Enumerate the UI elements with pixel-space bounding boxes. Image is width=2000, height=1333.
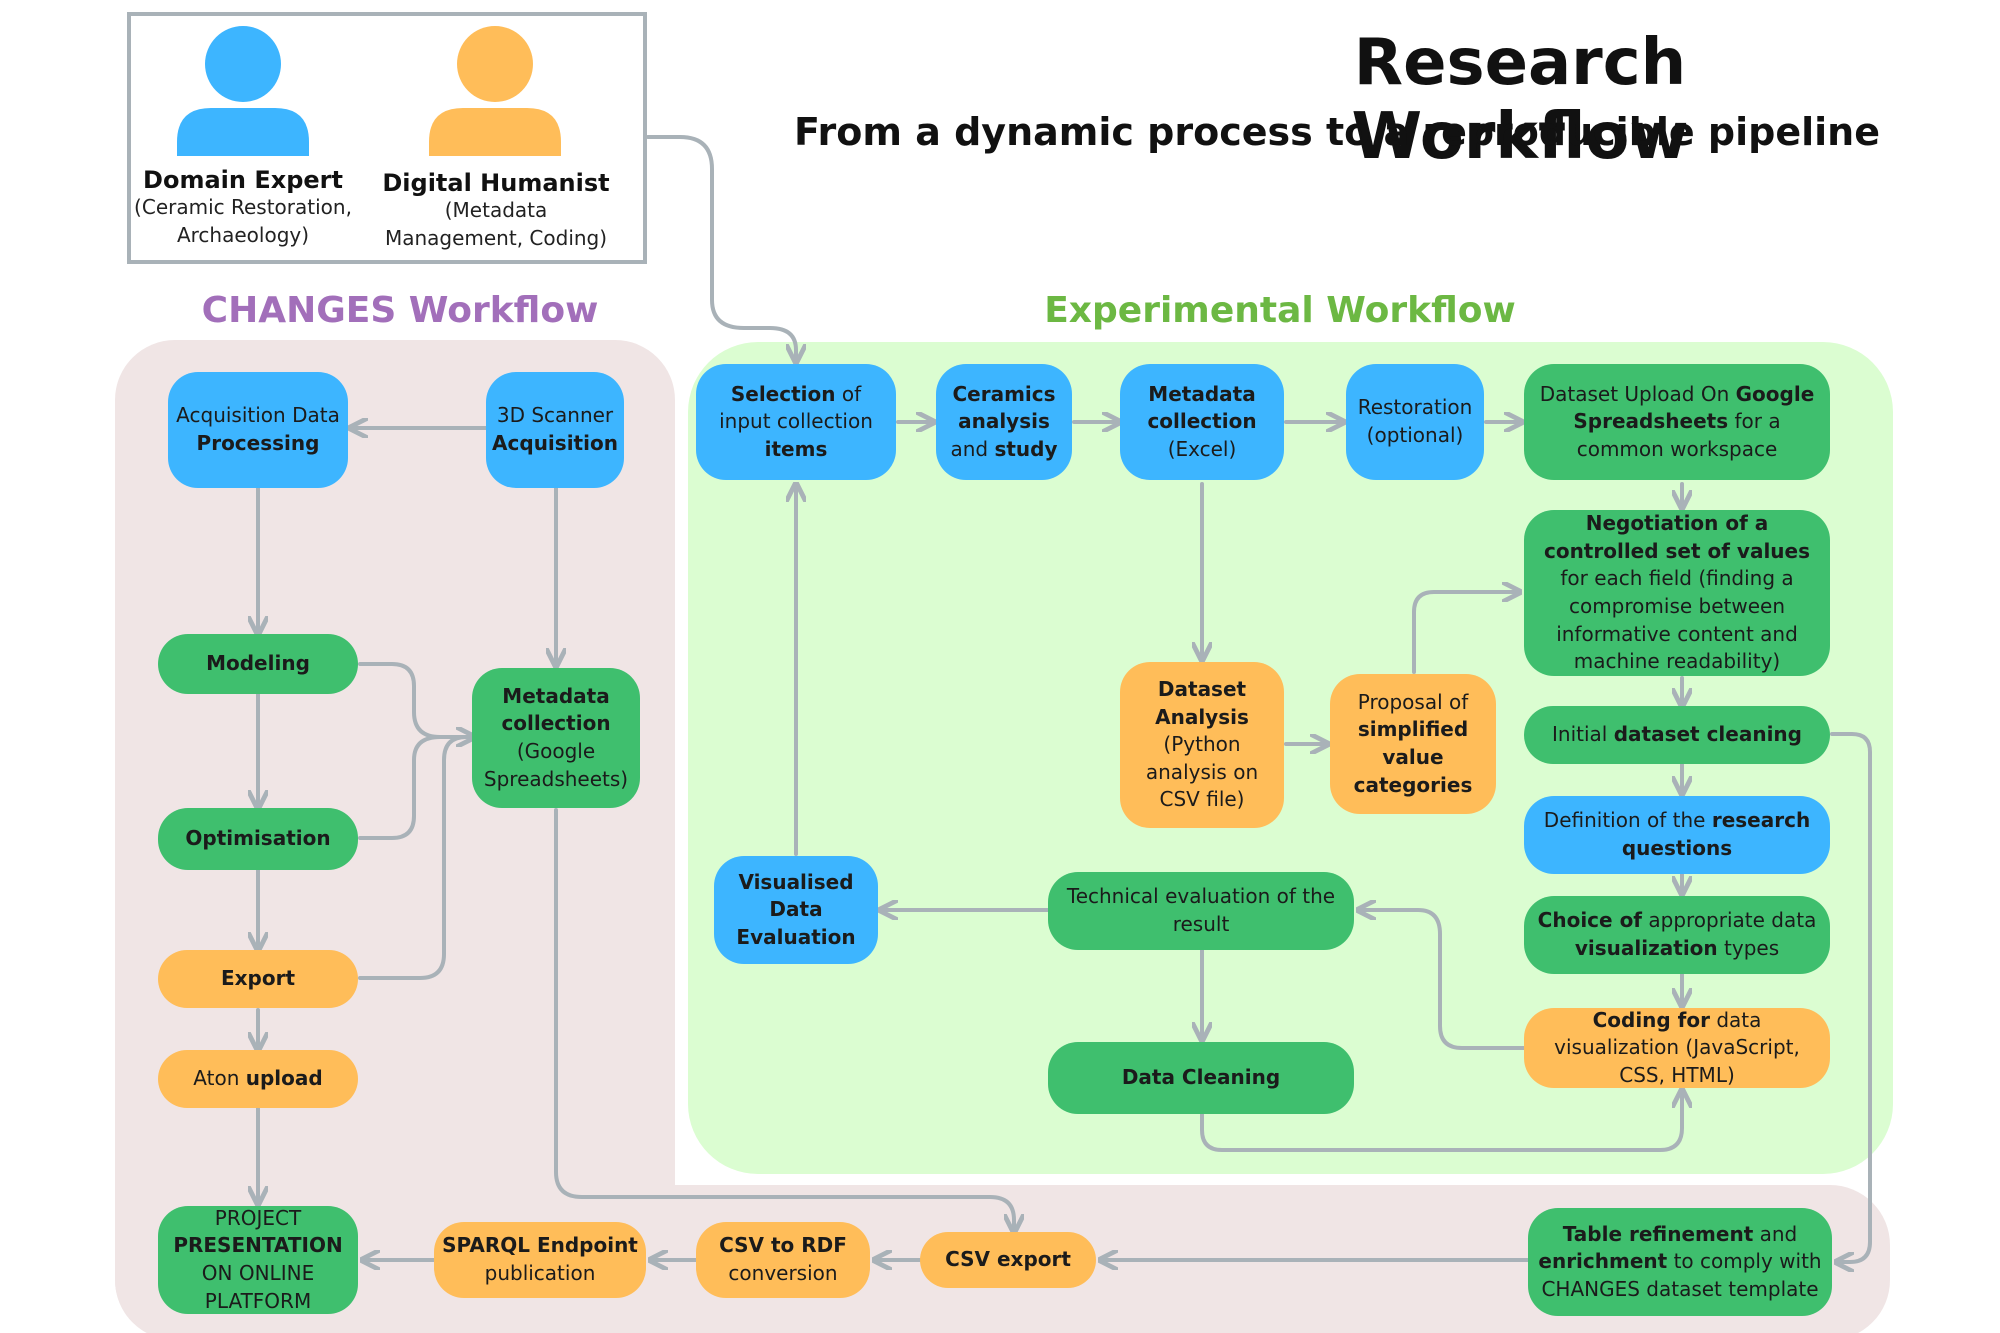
arrow-datacleaning-to-coding — [1200, 1092, 1682, 1152]
technical-evaluation-node: Technical evaluation of the result — [1048, 872, 1354, 950]
arrow-modeling-to-metadata — [358, 662, 472, 737]
experimental-workflow-title: Experimental Workflow — [1044, 290, 1516, 331]
page-title: Research Workflow — [1351, 26, 1689, 174]
restoration-node: Restoration (optional) — [1346, 364, 1484, 480]
node-label: CSV to RDF conversion — [719, 1233, 847, 1285]
acquisition-data-processing-node: Acquisition Data Processing — [168, 372, 348, 488]
dataset-analysis-node: Dataset Analysis (Python analysis on CSV… — [1120, 662, 1284, 828]
node-label: Proposal of simplified value categories — [1353, 689, 1473, 797]
node-label: 3D Scanner Acquisition — [492, 403, 618, 455]
changes-workflow-title: CHANGES Workflow — [201, 290, 599, 331]
optimisation-node: Optimisation — [158, 808, 358, 870]
csv-rdf-node: CSV to RDF conversion — [696, 1222, 870, 1298]
aton-upload-node: Aton upload — [158, 1050, 358, 1108]
domain-expert-name: Domain Expert — [143, 166, 343, 194]
node-label: Restoration (optional) — [1357, 395, 1473, 447]
node-label: Optimisation — [185, 826, 331, 851]
arrow-coding-to-evaluation — [1360, 910, 1526, 1050]
negotiation-node: Negotiation of a controlled set of value… — [1524, 510, 1830, 676]
csv-export-node: CSV export — [920, 1232, 1096, 1288]
domain-expert-role: (Ceramic Restoration, Archaeology) — [134, 195, 352, 247]
node-label: Modeling — [206, 651, 310, 676]
digital-humanist-role: (Metadata Management, Coding) — [384, 198, 608, 250]
metadata-google-node: Metadata collection (Google Spreadsheets… — [472, 668, 640, 808]
node-label: Initial dataset cleaning — [1552, 722, 1802, 747]
node-label: Table refinement and enrichment to compl… — [1538, 1221, 1822, 1301]
digital-humanist-person-icon — [429, 26, 561, 156]
node-label: Dataset Upload On Google Spreadsheets fo… — [1539, 381, 1815, 461]
node-label: Definition of the research questions — [1543, 808, 1811, 860]
digital-humanist-legend: Digital Humanist (Metadata Management, C… — [376, 169, 616, 252]
project-presentation-node: PROJECT PRESENTATION ON ONLINE PLATFORM — [158, 1206, 358, 1314]
node-label: Visualised Data Evaluation — [736, 869, 856, 949]
node-label: Dataset Analysis (Python analysis on CSV… — [1145, 677, 1259, 812]
node-label: Aton upload — [193, 1066, 323, 1091]
table-refinement-node: Table refinement and enrichment to compl… — [1528, 1208, 1832, 1316]
domain-expert-legend: Domain Expert (Ceramic Restoration, Arch… — [130, 166, 356, 249]
scanner-acquisition-node: 3D Scanner Acquisition — [486, 372, 624, 488]
proposal-node: Proposal of simplified value categories — [1330, 674, 1496, 814]
page-subtitle: From a dynamic process to a reproducible… — [794, 110, 1880, 154]
arrow-legend-to-selection — [646, 135, 796, 360]
node-label: SPARQL Endpoint publication — [442, 1233, 638, 1285]
node-label: Export — [220, 966, 296, 991]
metadata-excel-node: Metadata collection (Excel) — [1120, 364, 1284, 480]
sparql-node: SPARQL Endpoint publication — [434, 1222, 646, 1298]
initial-cleaning-node: Initial dataset cleaning — [1524, 706, 1830, 764]
digital-humanist-name: Digital Humanist — [382, 169, 610, 197]
dataset-upload-node: Dataset Upload On Google Spreadsheets fo… — [1524, 364, 1830, 480]
node-label: Acquisition Data Processing — [176, 403, 340, 455]
arrow-cleaning-to-refinement — [1830, 732, 1872, 1262]
ceramics-node: Ceramics analysis and study — [936, 364, 1072, 480]
node-label: Choice of appropriate data visualization… — [1537, 908, 1817, 960]
node-label: Data Cleaning — [1121, 1065, 1281, 1090]
arrow-optimisation-to-metadata — [358, 735, 442, 840]
node-label: Coding for data visualization (JavaScrip… — [1554, 1007, 1800, 1087]
node-label: CSV export — [945, 1247, 1071, 1272]
visualised-evaluation-node: Visualised Data Evaluation — [714, 856, 878, 964]
node-label: Negotiation of a controlled set of value… — [1543, 511, 1811, 674]
node-label: Metadata collection (Excel) — [1147, 381, 1257, 461]
modeling-node: Modeling — [158, 634, 358, 694]
node-label: Metadata collection (Google Spreadsheets… — [483, 683, 629, 791]
node-label: Technical evaluation of the result — [1066, 884, 1336, 936]
research-questions-node: Definition of the research questions — [1524, 796, 1830, 874]
node-label: Selection of input collection items — [719, 381, 873, 461]
domain-expert-person-icon — [177, 26, 309, 156]
choice-visualization-node: Choice of appropriate data visualization… — [1524, 896, 1830, 974]
arrow-proposal-to-negotiation — [1412, 592, 1518, 674]
coding-visualization-node: Coding for data visualization (JavaScrip… — [1524, 1008, 1830, 1088]
node-label: Ceramics analysis and study — [950, 381, 1058, 461]
arrow-metadata-to-csv — [554, 808, 1014, 1230]
selection-node: Selection of input collection items — [696, 364, 896, 480]
node-label: PROJECT PRESENTATION ON ONLINE PLATFORM — [173, 1205, 343, 1313]
arrow-export-to-metadata — [358, 735, 468, 980]
data-cleaning-node: Data Cleaning — [1048, 1042, 1354, 1114]
export-node: Export — [158, 950, 358, 1008]
